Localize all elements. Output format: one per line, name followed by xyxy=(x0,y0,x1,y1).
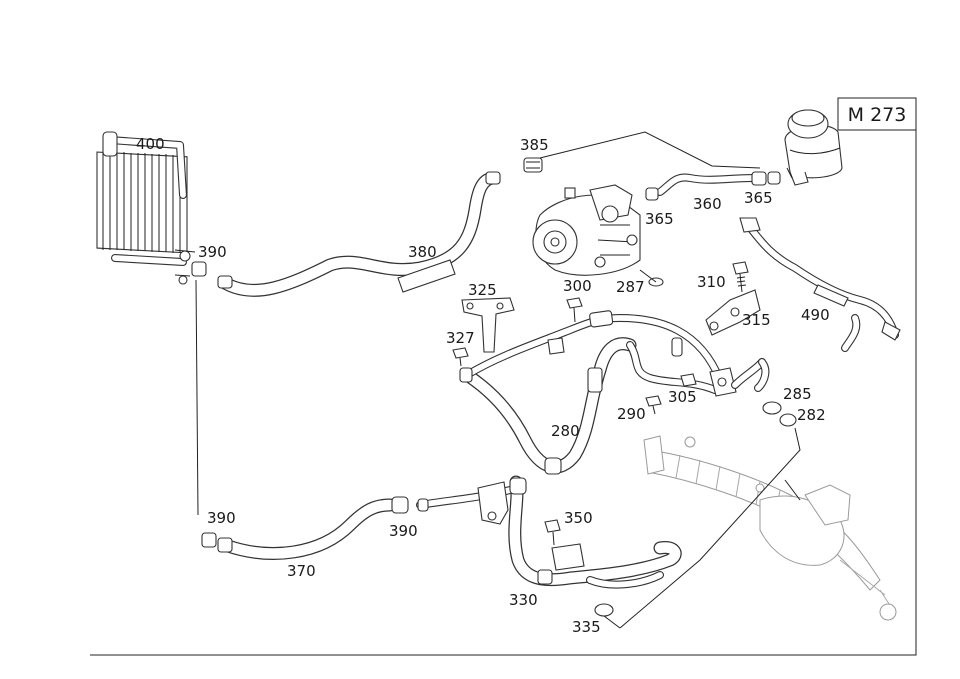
bracket-325 xyxy=(461,297,515,353)
line-490 xyxy=(739,217,901,352)
pipe-330 xyxy=(416,475,682,589)
callout-310: 310 xyxy=(697,273,726,291)
callout-370: 370 xyxy=(287,562,316,580)
callout-305: 305 xyxy=(668,388,697,406)
callout-360: 360 xyxy=(693,195,722,213)
bolt-350 xyxy=(544,519,561,546)
o-ring-335 xyxy=(594,603,614,617)
callout-327: 327 xyxy=(446,329,475,347)
bracket-315 xyxy=(705,289,761,336)
callout-390: 390 xyxy=(198,243,227,261)
model-code: M 273 xyxy=(848,104,907,126)
callout-280: 280 xyxy=(551,422,580,440)
steering-pump xyxy=(532,184,641,276)
callout-287: 287 xyxy=(616,278,645,296)
callout-380: 380 xyxy=(408,243,437,261)
leader-lines xyxy=(539,131,801,629)
callout-labels: 400 390 385 380 365 360 365 287 300 325 … xyxy=(136,135,830,636)
o-ring-282 xyxy=(779,413,797,427)
clamp-390-upper xyxy=(191,261,207,277)
callout-285: 285 xyxy=(783,385,812,403)
callout-282: 282 xyxy=(797,406,826,424)
bolt-300 xyxy=(566,297,583,323)
fluid-reservoir xyxy=(784,109,843,186)
callout-315: 315 xyxy=(742,311,771,329)
hose-280 xyxy=(459,310,770,475)
bolt-327 xyxy=(452,347,469,367)
callout-300: 300 xyxy=(563,277,592,295)
diagram-frame: M 273 xyxy=(90,97,917,656)
model-code-box xyxy=(837,97,917,131)
callout-350: 350 xyxy=(564,509,593,527)
callout-290: 290 xyxy=(617,405,646,423)
callout-335: 335 xyxy=(572,618,601,636)
bolt-305 xyxy=(680,373,697,387)
hose-380 xyxy=(217,171,501,297)
callout-365: 365 xyxy=(645,210,674,228)
steering-rack xyxy=(643,435,897,621)
callout-490: 490 xyxy=(801,306,830,324)
callout-400: 400 xyxy=(136,135,165,153)
callout-330: 330 xyxy=(509,591,538,609)
callout-385: 385 xyxy=(520,136,549,154)
bolt-290 xyxy=(645,395,662,415)
bolt-310 xyxy=(732,261,749,293)
callout-365: 365 xyxy=(744,189,773,207)
oil-cooler xyxy=(96,131,196,285)
callout-390: 390 xyxy=(207,509,236,527)
callout-390: 390 xyxy=(389,522,418,540)
hose-360 xyxy=(645,171,781,201)
o-ring-285 xyxy=(762,401,782,415)
clamp-385 xyxy=(523,157,543,173)
callout-325: 325 xyxy=(468,281,497,299)
pipe-370 xyxy=(195,279,397,560)
clamp-390-middle xyxy=(391,496,409,514)
